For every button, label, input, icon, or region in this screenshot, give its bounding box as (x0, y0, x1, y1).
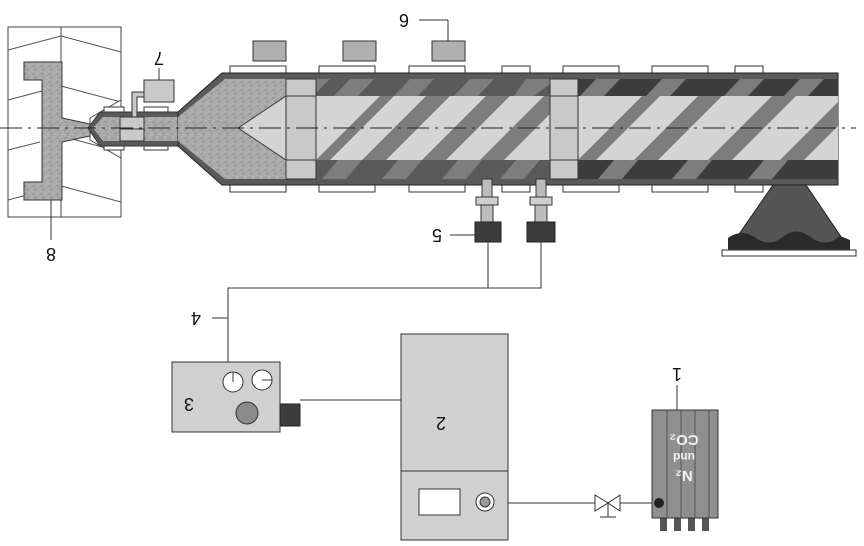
gas-valve (594, 494, 621, 518)
gas-lines (227, 242, 652, 504)
shutoff-valve (131, 79, 175, 118)
label-8: 8 (46, 244, 56, 264)
label-3: 3 (184, 394, 194, 414)
label-2: 2 (436, 413, 446, 433)
molded-part (23, 61, 91, 201)
label-5: 5 (432, 225, 442, 245)
gas-cylinder-bundle (651, 409, 719, 531)
dosing-unit (400, 333, 509, 541)
hopper (721, 184, 857, 257)
label-7: 7 (154, 48, 164, 68)
cylinder-label-co2: CO₂ (669, 431, 698, 448)
label-4: 4 (191, 308, 201, 328)
cylinder-label-n2: N₂ (675, 467, 693, 484)
cylinder-label-und: und (673, 450, 695, 464)
barrel (0, 65, 856, 193)
heater-controllers (252, 40, 466, 62)
nozzle (87, 106, 179, 151)
control-unit (171, 361, 301, 433)
leader-lines (50, 19, 678, 410)
label-6: 6 (399, 10, 409, 30)
label-1: 1 (672, 364, 682, 384)
